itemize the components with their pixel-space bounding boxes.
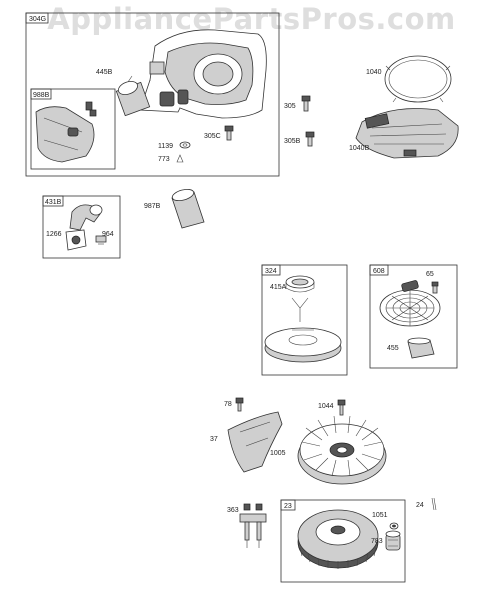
flywheel-23-part[interactable]	[297, 509, 379, 569]
elbow-431b-part[interactable]	[69, 204, 103, 231]
guard-608-part[interactable]	[379, 280, 441, 327]
clamp-964-part[interactable]	[95, 235, 107, 245]
bolt-1044-part[interactable]	[337, 399, 346, 416]
bracket-324-part[interactable]	[291, 297, 309, 322]
callout-305c: 305C	[204, 133, 221, 140]
blower-housing-part[interactable]	[139, 29, 267, 119]
callout-964: 964	[102, 231, 114, 238]
callout-1044: 1044	[318, 403, 334, 410]
washer-1139-part[interactable]	[179, 141, 191, 149]
callout-987b: 987B	[144, 203, 161, 210]
callout-1005: 1005	[270, 450, 286, 457]
clutch-783-part[interactable]	[385, 530, 401, 551]
callout-1051: 1051	[372, 512, 388, 519]
callout-455: 455	[387, 345, 399, 352]
cover-988b-part[interactable]	[35, 106, 95, 163]
callout-1040: 1040	[366, 69, 382, 76]
callout-1139: 1139	[158, 143, 173, 150]
screw-305-part[interactable]	[301, 95, 311, 112]
watermark-text: AppliancePartsPros.com	[47, 2, 456, 36]
callout-305b: 305B	[284, 138, 301, 145]
callout-783: 783	[371, 538, 383, 545]
tube-445b-part[interactable]	[115, 75, 151, 117]
screw-305c-part[interactable]	[224, 125, 234, 141]
group-23: 23	[280, 499, 406, 583]
callout-305: 305	[284, 103, 296, 110]
group-324: 324	[261, 264, 348, 376]
box-label-324: 324	[265, 268, 277, 275]
group-304g: 304G	[25, 12, 280, 177]
callout-415a: 415A	[270, 284, 287, 291]
nut-1051-part[interactable]	[389, 522, 399, 530]
bolt-65-part[interactable]	[431, 281, 439, 294]
grille-1040b-part[interactable]	[355, 108, 459, 159]
box-label-431b: 431B	[45, 199, 62, 206]
box-label-304g: 304G	[29, 16, 46, 23]
shroud-37-part[interactable]	[227, 411, 283, 473]
pulley-324-part[interactable]	[264, 327, 342, 363]
cup-455-part[interactable]	[407, 337, 435, 359]
ring-1040-part[interactable]	[384, 55, 452, 103]
callout-1040b: 1040B	[349, 145, 370, 152]
key-24-part[interactable]	[431, 497, 437, 511]
callout-37: 37	[210, 436, 218, 443]
box-label-988b: 988B	[33, 92, 50, 99]
box-label-23: 23	[284, 503, 292, 510]
screw-78-part[interactable]	[235, 397, 244, 412]
screw-305b-part[interactable]	[305, 131, 315, 147]
callout-363: 363	[227, 507, 239, 514]
callout-78: 78	[224, 401, 232, 408]
fitting-1266-part[interactable]	[65, 229, 87, 251]
bracket-363-part[interactable]	[239, 503, 267, 548]
callout-445b: 445B	[96, 69, 113, 76]
flywheel-1005-part[interactable]	[297, 415, 387, 485]
callout-773: 773	[158, 156, 170, 163]
callout-24: 24	[416, 502, 424, 509]
pin-773-part[interactable]	[176, 154, 184, 163]
group-431b: 431B	[42, 195, 121, 259]
group-988b: 988B	[30, 88, 116, 170]
callout-65: 65	[426, 271, 434, 278]
callout-1266: 1266	[46, 231, 62, 238]
group-608: 608	[369, 264, 458, 369]
tube-987b-part[interactable]	[171, 187, 205, 229]
box-label-608: 608	[373, 268, 385, 275]
cap-415a-part[interactable]	[285, 275, 315, 293]
clip-small-part[interactable]	[85, 101, 97, 117]
